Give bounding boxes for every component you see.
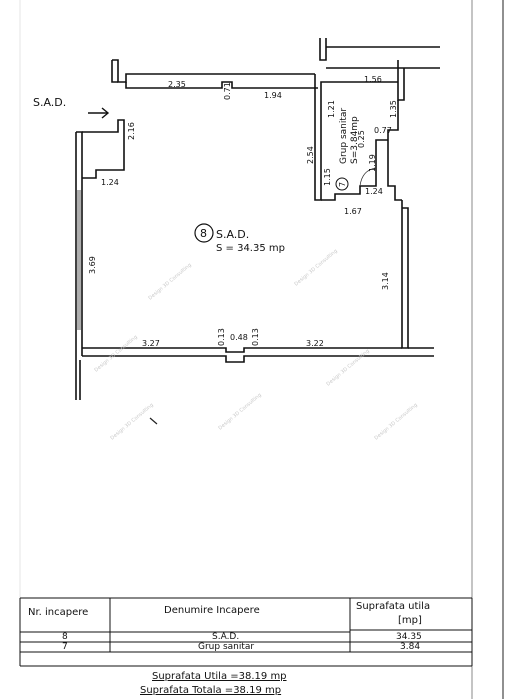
table-header-area-line1: Suprafata utila [356,601,431,612]
room-number-8: 8 [200,227,207,240]
rooms-table-grid [19,597,473,667]
dim-1-15: 1.15 [323,168,332,186]
room-7-tag: 7 Grup sanitar S=3.84mp [335,108,360,191]
row-7-nr: 7 [62,642,68,652]
dim-2-16: 2.16 [127,122,136,140]
dim-1-24b: 1.24 [101,178,119,187]
row-7-name: Grup sanitar [198,642,255,652]
watermark-2: Design 3D Consulting [293,248,338,287]
dimension-labels: 2.35 0.71 1.94 1.56 1.21 1.35 0.77 0.25 … [88,75,398,348]
room-number-circle-7 [335,177,349,191]
dim-0-48: 0.48 [230,333,248,342]
dim-1-19: 1.19 [368,154,377,172]
row-7-area: 3.84 [400,642,421,652]
dim-0-71: 0.71 [223,82,232,100]
dim-1-67: 1.67 [344,207,362,216]
table-header-area-line2: [mp] [398,615,422,626]
dim-3-27: 3.27 [142,339,160,348]
room-8-area: S = 34.35 mp [216,243,285,254]
watermark-6: Design 3D Consulting [217,392,262,431]
bottom-wall-inner [82,347,402,353]
left-window [77,190,81,330]
wall-top-right-a [319,38,327,61]
entrance-niche [82,119,125,179]
dim-0-13a: 0.13 [217,328,226,346]
walls [75,38,440,400]
watermark-3: Design 3D Consulting [93,334,138,373]
total-useful-area: Suprafata Utila =38.19 mp [152,671,287,682]
dim-3-69: 3.69 [88,256,97,274]
table-header-nr: Nr. incapere [28,607,89,618]
wc-door-swing [359,167,377,187]
total-area: Suprafata Totala =38.19 mp [140,685,282,696]
dim-1-94: 1.94 [264,91,282,100]
watermark-5: Design 3D Consulting [109,402,154,441]
room-7-name: Grup sanitar [339,108,349,164]
dim-1-56: 1.56 [364,75,382,84]
dim-1-35: 1.35 [389,100,398,118]
dim-3-22: 3.22 [306,339,324,348]
right-wall [401,200,409,349]
dim-0-77: 0.77 [374,126,392,135]
entrance-label: S.A.D. [33,96,66,109]
entrance-arrow-icon [88,107,110,119]
watermark-4: Design 3D Consulting [325,348,370,387]
wc-right-wall [387,100,402,201]
dim-1-24: 1.24 [365,187,383,196]
row-8-area: 34.35 [396,632,422,642]
top-wall-outer [112,59,315,83]
room-7-area: S=3.84mp [350,116,360,164]
row-8-name: S.A.D. [212,632,240,642]
dim-1-21: 1.21 [327,100,336,118]
room-number-circle-8 [194,223,214,243]
wc-bottom-wall [321,139,388,201]
top-wall-inner [125,81,318,89]
watermark-1: Design 3D Consulting [147,262,192,301]
dim-0-25: 0.25 [357,130,366,148]
room-number-7: 7 [338,182,347,187]
row-8-nr: 8 [62,632,68,642]
dim-0-13b: 0.13 [251,328,260,346]
watermark-7: Design 3D Consulting [373,402,418,441]
dim-2-54: 2.54 [306,146,315,164]
wall-wc-right-top [397,60,405,101]
stray-mark [149,417,158,425]
room-8-tag: 8 S.A.D. S = 34.35 mp [194,223,285,254]
table-header-name: Denumire Incapere [164,605,260,616]
wall-stub-top-left [111,60,118,83]
dim-2-35: 2.35 [168,80,186,89]
dim-3-14: 3.14 [381,272,390,290]
bottom-wall-outer [82,355,434,363]
left-wall-inner [76,131,83,356]
room-8-name: S.A.D. [216,228,249,241]
